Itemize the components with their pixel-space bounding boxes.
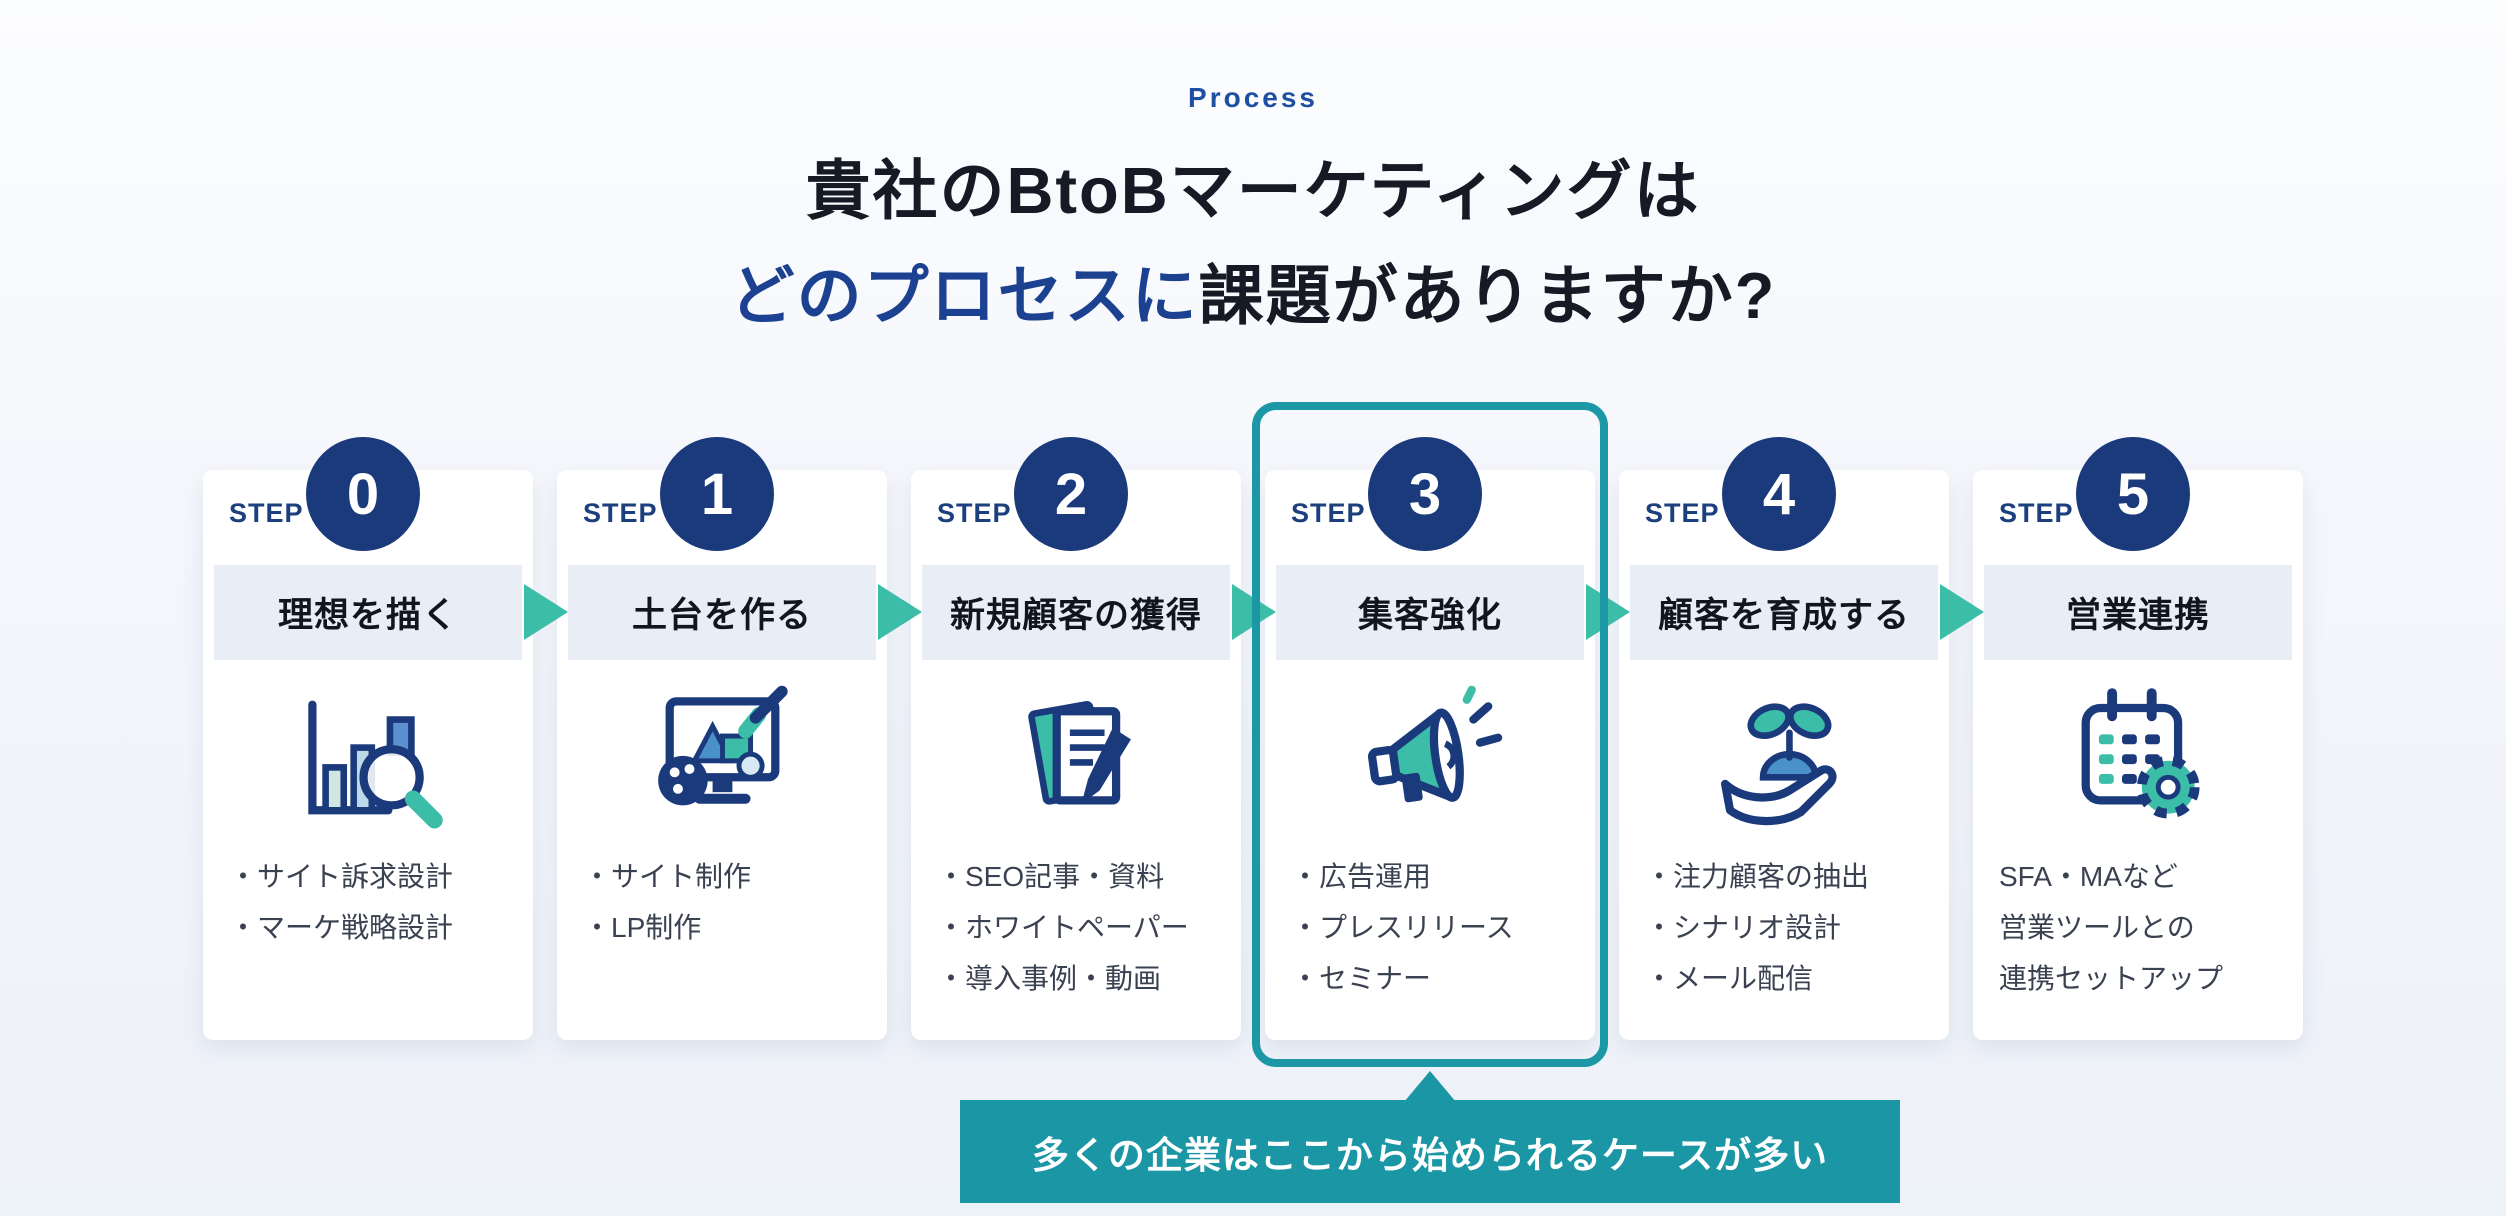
step-title-band: 集客強化	[1276, 565, 1584, 660]
step-item: SFA・MAなど	[1999, 861, 2178, 892]
step-card-body: STEP 4 顧客を育成する ・注力顧客の抽出・シナリオ設計・メール配信	[1619, 437, 1949, 1040]
step-card-0: STEP 0 理想を描く ・サイト訴求設計・マーケ戦略設計	[203, 437, 568, 1040]
step-card-body: STEP 3 集客強化 ・広告運用・プレスリリース・セミナー	[1265, 437, 1595, 1040]
step-label: STEP	[583, 498, 658, 528]
step-title: 営業連携	[2065, 596, 2210, 635]
bar-chart-search-icon	[203, 675, 533, 840]
step-number-badge: 2	[1014, 437, 1128, 551]
web-design-icon	[557, 675, 887, 840]
step-card-body: STEP 0 理想を描く ・サイト訴求設計・マーケ戦略設計	[203, 437, 533, 1040]
step-item: ・サイト制作	[583, 861, 752, 892]
step-items: ・サイト制作・LP制作	[583, 852, 877, 954]
megaphone-icon	[1265, 675, 1595, 840]
step-title-band: 土台を作る	[568, 565, 876, 660]
step-label: STEP	[1645, 498, 1720, 528]
step-label: STEP	[937, 498, 1012, 528]
step-card-body: STEP 1 土台を作る ・サイト制作・LP制作	[557, 437, 887, 1040]
step-title-band: 営業連携	[1984, 565, 2292, 660]
title-line-2-highlight: どのプロセスに	[729, 259, 1199, 333]
callout-pointer-icon	[1404, 1071, 1456, 1102]
step-item: ・メール配信	[1645, 962, 1814, 994]
step-card-3: STEP 3 集客強化 ・広告運用・プレスリリース・セミナー	[1252, 402, 1630, 1067]
step-items: SFA・MAなど営業ツールとの連携セットアップ	[1999, 852, 2293, 1005]
flow-arrow-icon	[524, 584, 568, 640]
step-items: ・注力顧客の抽出・シナリオ設計・メール配信	[1645, 852, 1939, 1005]
step-card-4: STEP 4 顧客を育成する ・注力顧客の抽出・シナリオ設計・メール配信	[1619, 437, 1984, 1040]
step-title: 土台を作る	[631, 596, 812, 635]
callout-banner: 多くの企業はここから始められるケースが多い	[960, 1100, 1900, 1203]
step-card-5: STEP 5 営業連携 SFA・MAなど営業ツールとの連携セットアップ	[1973, 437, 2303, 1040]
flow-arrow-icon	[878, 584, 922, 640]
step-item: ・ホワイトペーパー	[937, 911, 1189, 943]
step-item: ・サイト訴求設計	[229, 861, 454, 892]
steps-row: STEP 0 理想を描く ・サイト訴求設計・マーケ戦略設計 STEP 1 土台を…	[203, 402, 2303, 1067]
step-number-badge: 0	[306, 437, 420, 551]
step-card-body: STEP 2 新規顧客の獲得 ・SEO記事・資料・ホワイトペーパー・導入事例・動…	[911, 437, 1241, 1040]
step-label: STEP	[1291, 498, 1366, 528]
process-eyebrow: Process	[1188, 82, 1318, 113]
step-number-badge: 1	[660, 437, 774, 551]
callout-text: 多くの企業はここから始められるケースが多い	[1031, 1134, 1829, 1176]
step-items: ・SEO記事・資料・ホワイトペーパー・導入事例・動画	[937, 852, 1231, 1005]
step-item: ・注力顧客の抽出	[1645, 861, 1870, 892]
hand-sprout-icon	[1619, 675, 1949, 840]
step-title-band: 理想を描く	[214, 565, 522, 660]
title-line-1: 貴社のBtoBマーケティングは	[805, 154, 1701, 227]
step-card-body: STEP 5 営業連携 SFA・MAなど営業ツールとの連携セットアップ	[1973, 437, 2303, 1040]
step-card-1: STEP 1 土台を作る ・サイト制作・LP制作	[557, 437, 922, 1040]
step-item: ・導入事例・動画	[937, 962, 1162, 994]
step-title-band: 新規顧客の獲得	[922, 565, 1230, 660]
flow-arrow-icon	[1586, 584, 1630, 640]
step-number-badge: 5	[2076, 437, 2190, 551]
step-title-band: 顧客を育成する	[1630, 565, 1938, 660]
step-item: ・SEO記事・資料	[937, 861, 1165, 892]
step-item: ・プレスリリース	[1291, 911, 1514, 943]
step-item: ・マーケ戦略設計	[229, 911, 454, 943]
step-title: 顧客を育成する	[1657, 596, 1910, 635]
step-label: STEP	[229, 498, 304, 528]
step-title: 理想を描く	[277, 596, 458, 635]
page-title: 貴社のBtoBマーケティングは どのプロセスに課題がありますか?	[0, 138, 2506, 349]
flow-arrow-icon	[1232, 584, 1276, 640]
step-item: 連携セットアップ	[1999, 962, 2224, 994]
step-title: 新規顧客の獲得	[949, 596, 1202, 635]
calendar-gear-icon	[1973, 675, 2303, 840]
step-item: ・セミナー	[1291, 962, 1432, 994]
documents-pen-icon	[911, 675, 1241, 840]
step-items: ・広告運用・プレスリリース・セミナー	[1291, 852, 1585, 1005]
step-items: ・サイト訴求設計・マーケ戦略設計	[229, 852, 523, 954]
step-title: 集客強化	[1357, 596, 1502, 635]
step-item: ・シナリオ設計	[1645, 911, 1842, 943]
step-number-badge: 3	[1368, 437, 1482, 551]
title-line-2-rest: 課題がありますか?	[1198, 259, 1777, 333]
step-item: ・広告運用	[1291, 861, 1432, 892]
step-label: STEP	[1999, 498, 2074, 528]
step-item: 営業ツールとの	[1999, 911, 2195, 943]
step-number-badge: 4	[1722, 437, 1836, 551]
step-card-2: STEP 2 新規顧客の獲得 ・SEO記事・資料・ホワイトペーパー・導入事例・動…	[911, 437, 1276, 1040]
step-item: ・LP制作	[583, 911, 702, 943]
flow-arrow-icon	[1940, 584, 1984, 640]
